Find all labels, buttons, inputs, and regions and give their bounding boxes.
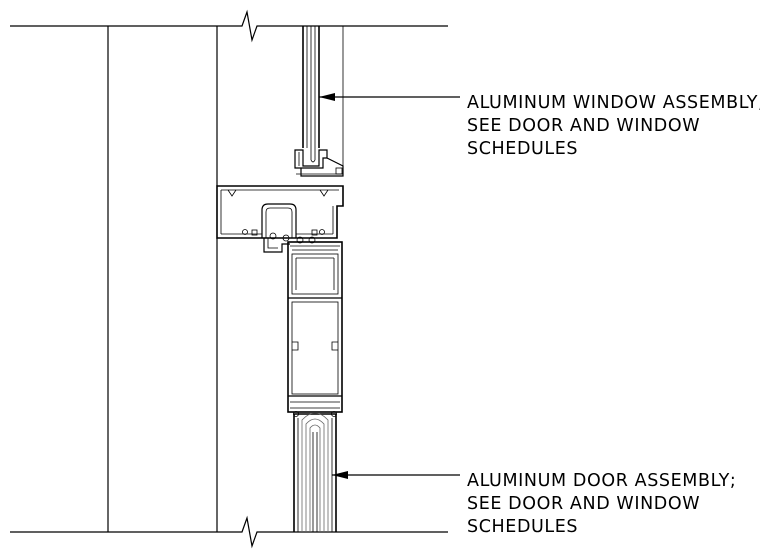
window-note-line-1: ALUMINUM WINDOW ASSEMBLY; — [467, 93, 760, 113]
wall-section — [107, 26, 218, 532]
window-note-line-2: SEE DOOR AND WINDOW — [467, 116, 700, 136]
door-note-line-2: SEE DOOR AND WINDOW — [467, 494, 700, 514]
window-note-line-3: SCHEDULES — [467, 139, 578, 159]
door-frame-rail — [287, 241, 343, 417]
window-note: ALUMINUM WINDOW ASSEMBLY; SEE DOOR AND W… — [467, 93, 760, 159]
door-note-line-3: SCHEDULES — [467, 517, 578, 537]
window-sill-frame — [294, 149, 344, 177]
wall-break-line-bottom — [10, 515, 448, 549]
head-receptor-frame — [216, 185, 344, 239]
wall-break-line-top — [10, 9, 448, 43]
door-stop-hardware — [263, 232, 316, 253]
door-note: ALUMINUM DOOR ASSEMBLY; SEE DOOR AND WIN… — [467, 471, 743, 537]
window-leader-arrow — [319, 93, 460, 101]
door-leader-arrow — [332, 471, 460, 479]
door-note-line-1: ALUMINUM DOOR ASSEMBLY; — [467, 471, 736, 491]
door-glazing — [293, 412, 337, 532]
